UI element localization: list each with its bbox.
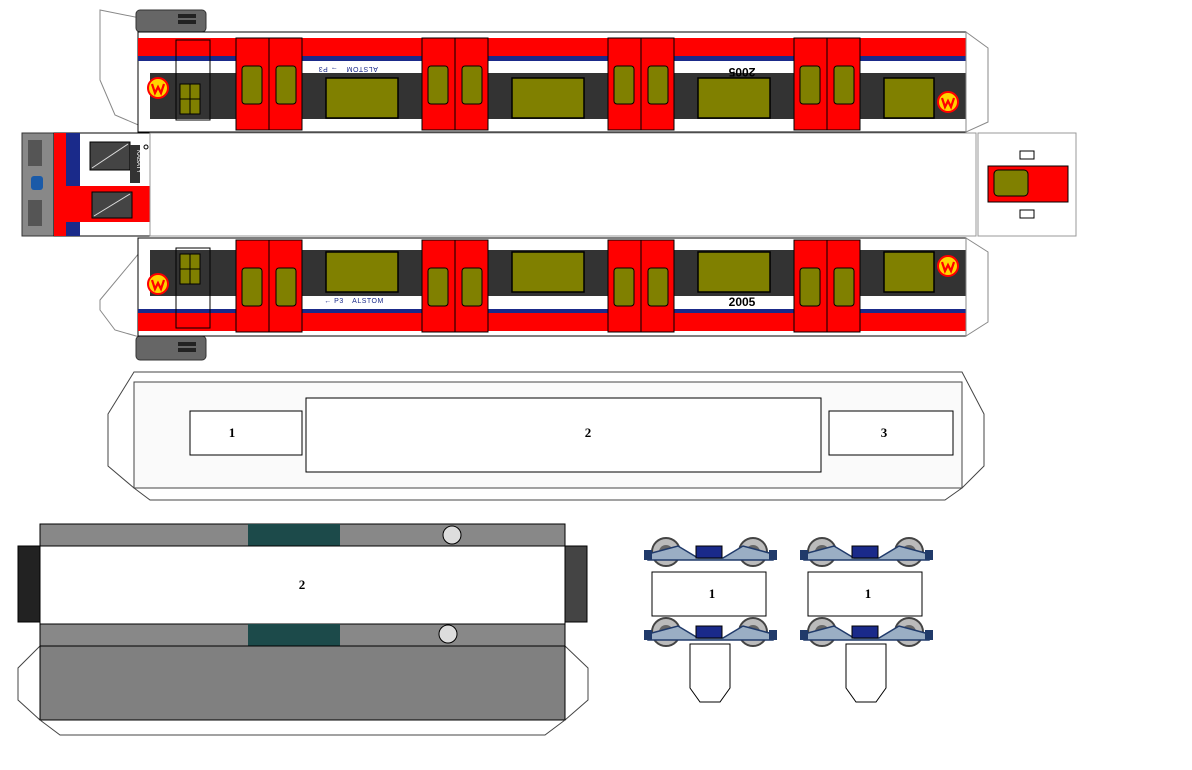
sign-bottom: ← P3 <box>324 298 344 305</box>
roof-label-1: 1 <box>229 425 236 440</box>
sign-top: → P3 <box>318 65 338 72</box>
bogie-label-1: 1 <box>709 586 716 601</box>
front-end-panel: KABATY <box>21 132 151 237</box>
car-number-top: 2005 <box>728 65 755 79</box>
rear-end-panel <box>977 132 1077 237</box>
roof-label-2: 2 <box>585 425 592 440</box>
car-number-bottom: 2005 <box>729 295 756 309</box>
bogie-label-2: 1 <box>865 586 872 601</box>
roof-strip <box>149 132 977 237</box>
underframe-label: 2 <box>299 577 306 592</box>
brand-top: ALSTOM <box>346 65 378 72</box>
roof-part: 1 2 3 <box>107 371 985 501</box>
bogie-2: 1 <box>799 537 934 703</box>
underframe-part: 2 <box>17 523 589 736</box>
destination-display: KABATY <box>135 150 141 173</box>
roof-label-3: 3 <box>881 425 888 440</box>
brand-bottom: ALSTOM <box>352 298 384 305</box>
car-side-bottom: 2005 ALSTOM ← P3 <box>99 237 989 361</box>
car-side-top: 2005 ALSTOM → P3 <box>99 9 989 133</box>
bogie-1: 1 <box>643 537 778 703</box>
